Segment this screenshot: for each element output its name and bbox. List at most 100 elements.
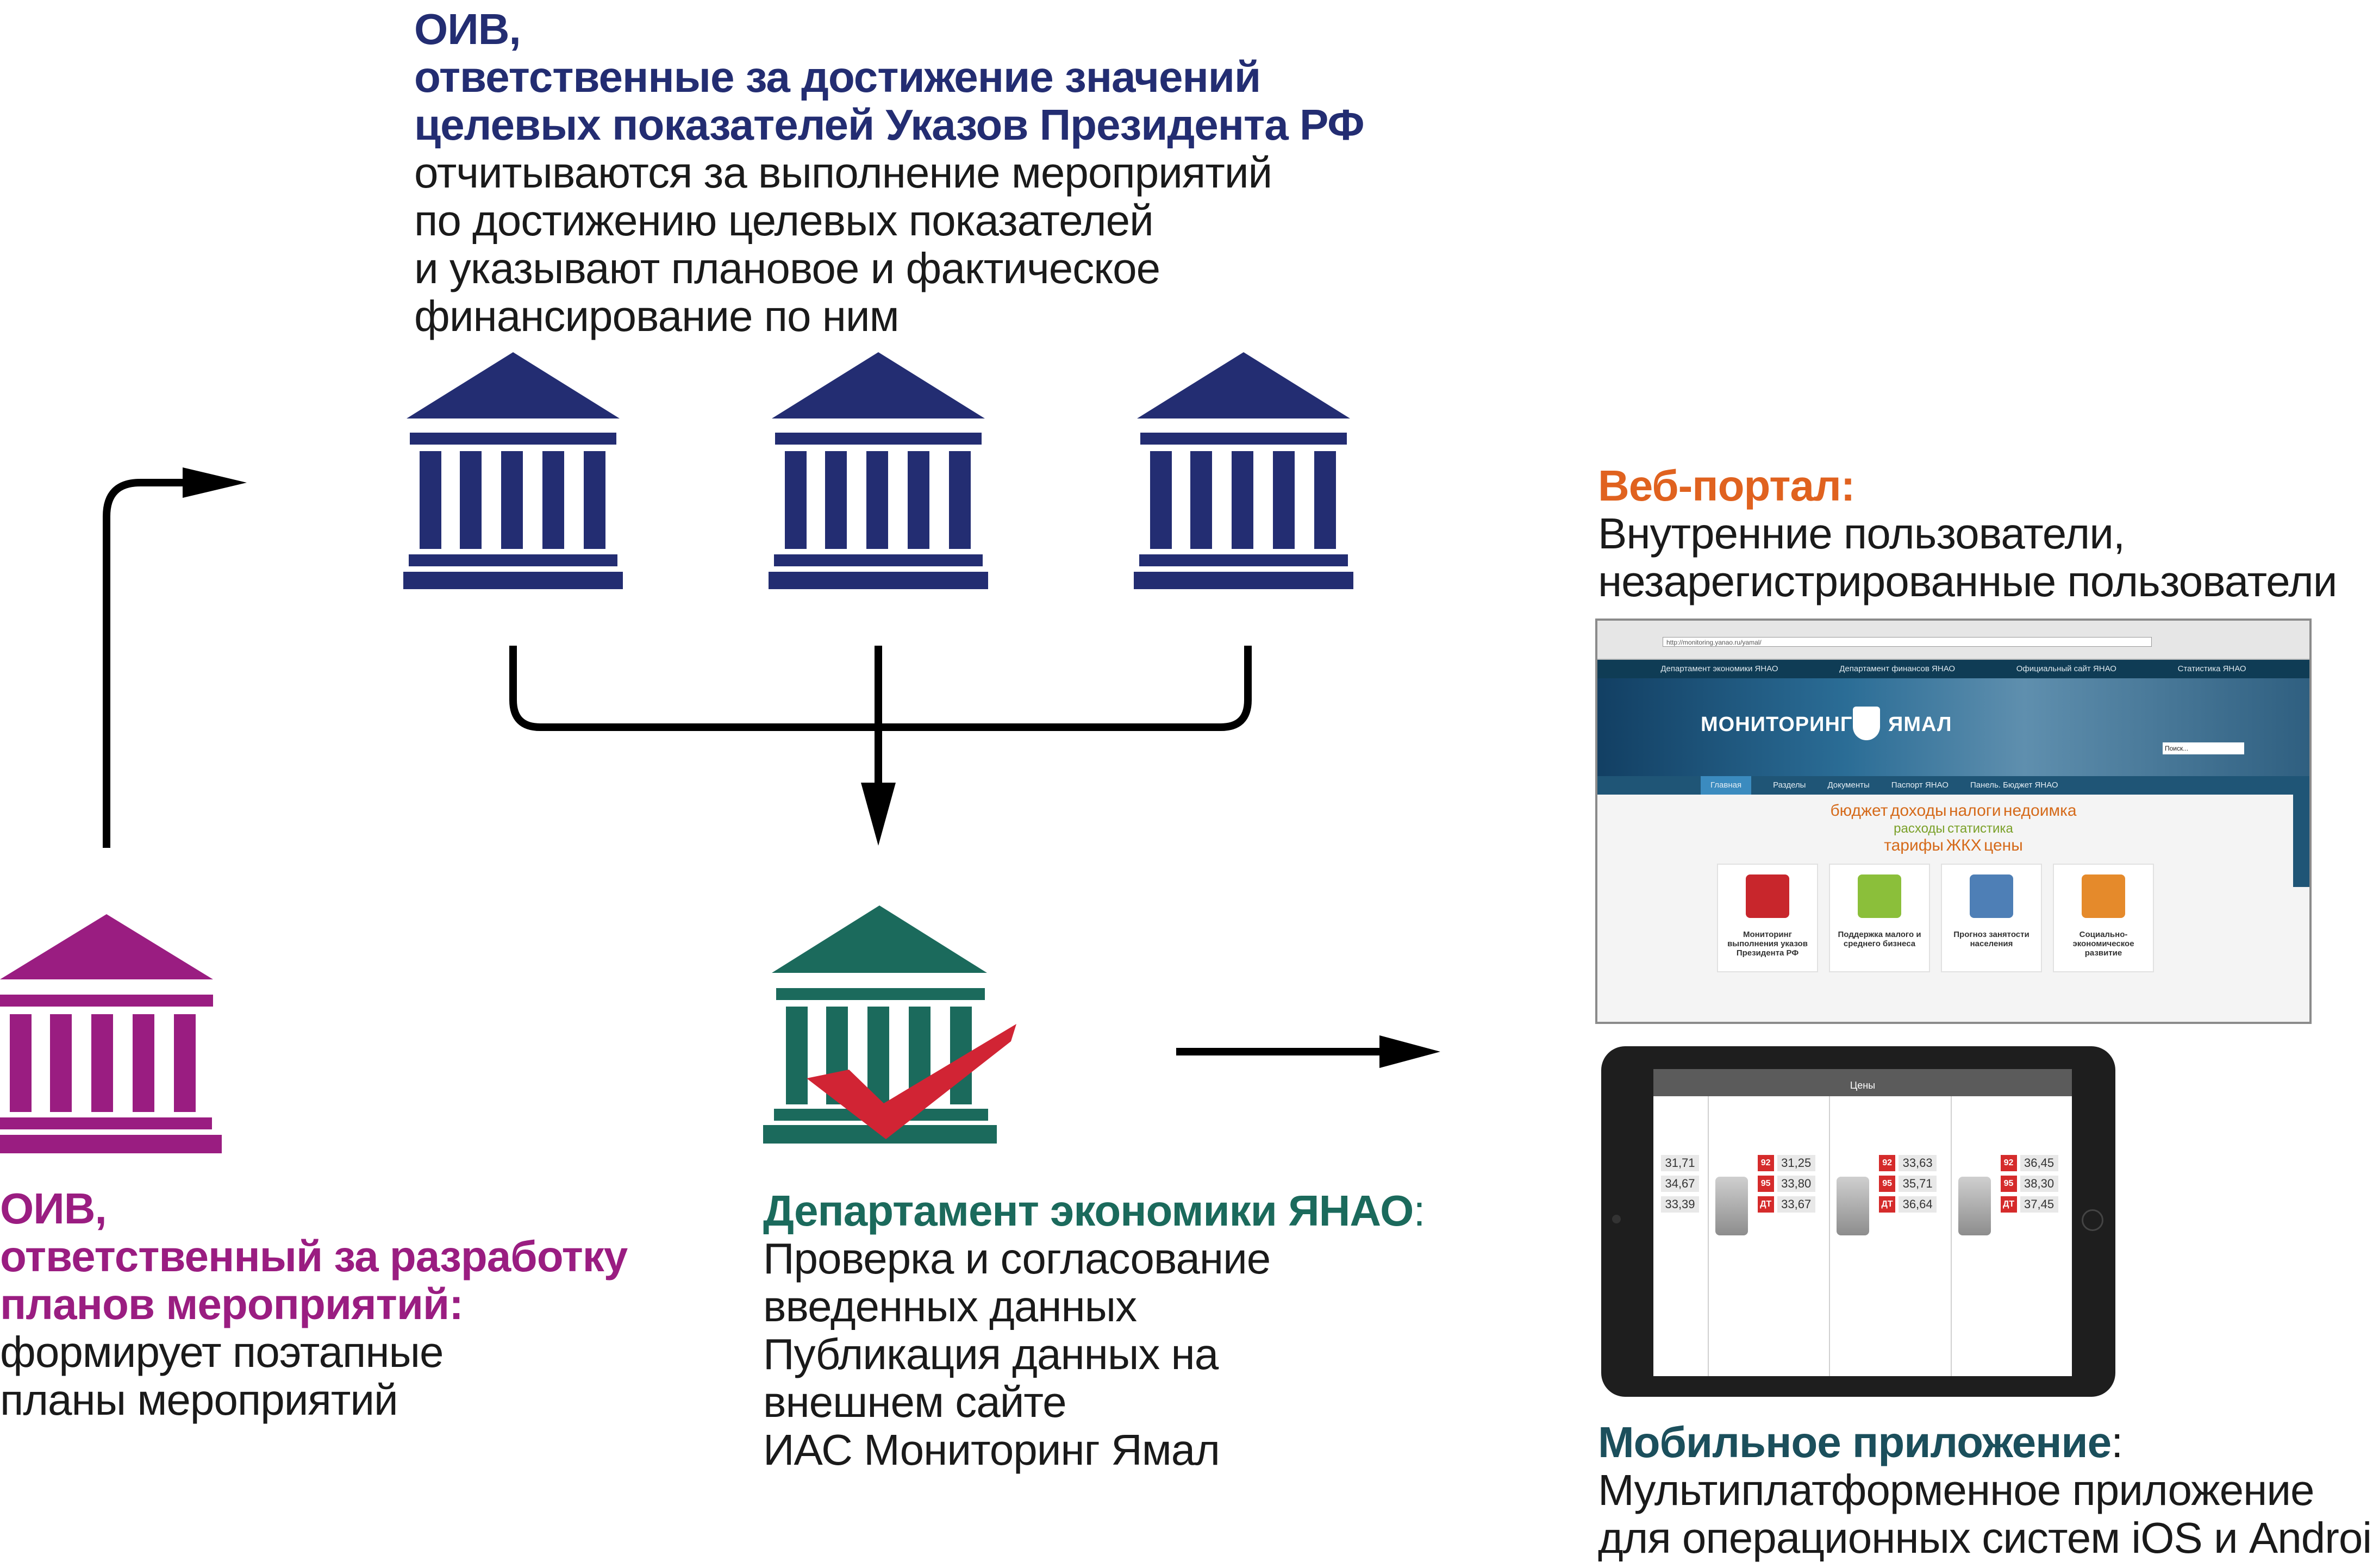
price-value: 36,64 (1899, 1196, 1937, 1213)
fuel-pump-icon (1958, 1177, 1991, 1235)
tag: недоимка (2003, 802, 2077, 820)
portal-banner: МОНИТОРИНГ ЯМАЛ Поиск... (1597, 678, 2309, 776)
fuel-grade: ДТ (1879, 1196, 1896, 1213)
feedback-tab (2293, 778, 2309, 887)
fuel-grade: ДТ (2000, 1196, 2017, 1213)
department-title: Департамент экономики ЯНАО (763, 1186, 1414, 1235)
price-value: 38,30 (2020, 1176, 2058, 1192)
top-title-line-1: ОИВ, (414, 5, 521, 53)
center-description: Департамент экономики ЯНАО: Проверка и с… (763, 1186, 1426, 1474)
coat-of-arms-icon (1746, 874, 1789, 918)
crest-icon (1853, 707, 1880, 740)
center-text-line-2: введенных данных (763, 1282, 1137, 1330)
price-column: 31,71 34,67 33,39 (1653, 1096, 1709, 1376)
center-text-line-1: Проверка и согласование (763, 1234, 1271, 1283)
portal-card: Поддержка малого и среднего бизнеса (1829, 864, 1930, 972)
price-value: 33,63 (1899, 1155, 1937, 1171)
left-description: ОИВ, ответственный за разработку планов … (0, 1184, 628, 1424)
portal-card: Мониторинг выполнения указов Президента … (1717, 864, 1818, 972)
top-title-line-3: целевых показателей Указов Президента РФ (414, 101, 1365, 149)
government-building-icon (763, 905, 1016, 1144)
card-label: Прогноз занятости населения (1953, 930, 2029, 948)
left-text-line-1: формирует поэтапные (0, 1328, 444, 1376)
center-text-line-5: ИАС Мониторинг Ямал (763, 1426, 1220, 1474)
left-text-line-2: планы мероприятий (0, 1376, 398, 1424)
arrow-icon (103, 479, 1391, 1055)
left-title-line-1: ОИВ, (0, 1184, 107, 1233)
top-description: ОИВ, ответственные за достижение значени… (414, 5, 1365, 340)
address-bar: http://monitoring.yanao.ru/yamal/ (1663, 637, 2152, 647)
government-building-icon (769, 352, 988, 589)
mobile-app-title-colon: : (2111, 1418, 2123, 1466)
tag: доходы (1890, 802, 1947, 820)
menu-item: Панель. Бюджет ЯНАО (1970, 780, 2058, 790)
fuel-grade: 92 (1879, 1155, 1896, 1171)
web-portal-screenshot: http://monitoring.yanao.ru/yamal/ Департ… (1595, 619, 2312, 1024)
price-value: 33,80 (1777, 1176, 1815, 1192)
government-building-icon (1134, 352, 1353, 589)
portal-card: Прогноз занятости населения (1941, 864, 2042, 972)
menu-item: Паспорт ЯНАО (1891, 780, 1949, 790)
fuel-grade: 95 (1879, 1176, 1896, 1192)
price-value: 33,39 (1661, 1196, 1699, 1213)
left-title-line-2: ответственный за разработку (0, 1232, 628, 1280)
card-label: Социально-экономическое развитие (2072, 930, 2134, 958)
mobile-app-description: Мобильное приложение: Мультиплатформенно… (1598, 1419, 2373, 1562)
topnav-item: Департамент экономики ЯНАО (1660, 664, 1778, 673)
arrow-icon (183, 467, 247, 498)
fuel-grade: 92 (2000, 1155, 2017, 1171)
camera-icon (1612, 1215, 1621, 1223)
center-text-line-3: Публикация данных на (763, 1330, 1219, 1378)
topnav-item: Статистика ЯНАО (2177, 664, 2246, 673)
web-portal-title: Веб-портал: (1598, 461, 1855, 510)
top-title-line-2: ответственные за достижение значений (414, 53, 1261, 101)
topnav-item: Департамент финансов ЯНАО (1839, 664, 1956, 673)
mobile-text-line-1: Мультиплатформенное приложение (1598, 1466, 2314, 1514)
government-building-icon (0, 914, 222, 1153)
top-text-line-4: финансирование по ним (414, 292, 900, 340)
tag: тарифы (1884, 836, 1944, 854)
top-text-line-3: и указывают плановое и фактическое (414, 244, 1160, 292)
tag-cloud: бюджет доходы налоги недоимка расходы ст… (1597, 795, 2309, 856)
fuel-grade: 95 (2000, 1176, 2017, 1192)
card-label: Мониторинг выполнения указов Президента … (1727, 930, 1808, 958)
arrow-icon (1379, 1035, 1440, 1068)
mobile-app-title: Мобильное приложение (1598, 1418, 2112, 1466)
people-icon (1970, 874, 2013, 918)
menu-item: Документы (1827, 780, 1870, 790)
center-text-line-4: внешнем сайте (763, 1378, 1067, 1426)
tablet-title-bar: Цены (1653, 1069, 2072, 1096)
portal-brand-right: ЯМАЛ (1888, 713, 1952, 736)
price-value: 37,45 (2020, 1196, 2058, 1213)
home-button-icon (2082, 1209, 2103, 1231)
browser-chrome: http://monitoring.yanao.ru/yamal/ (1597, 621, 2309, 660)
price-value: 35,71 (1899, 1176, 1937, 1192)
price-value: 34,67 (1661, 1176, 1699, 1192)
fuel-grade: 92 (1757, 1155, 1774, 1171)
mobile-text-line-2: для операционных систем iOS и Android (1598, 1514, 2373, 1562)
fuel-pump-icon (1715, 1177, 1748, 1235)
top-text-line-1: отчитываются за выполнение мероприятий (414, 148, 1272, 197)
portal-menu: Главная Разделы Документы Паспорт ЯНАО П… (1597, 776, 2309, 795)
fuel-pump-icon (1837, 1177, 1870, 1235)
tag: цены (1984, 836, 2023, 854)
web-text-line-1: Внутренние пользователи, (1598, 509, 2125, 558)
price-value: 31,25 (1777, 1155, 1815, 1171)
web-text-line-2: незарегистрированные пользователи (1598, 557, 2337, 605)
price-value: 31,71 (1661, 1155, 1699, 1171)
check-mark-icon (807, 1024, 1016, 1139)
price-value: 33,67 (1777, 1196, 1815, 1213)
left-title-line-3: планов мероприятий: (0, 1280, 464, 1328)
portal-cards: Мониторинг выполнения указов Президента … (1597, 856, 2309, 972)
department-title-colon: : (1413, 1186, 1425, 1235)
menu-item: Разделы (1773, 780, 1806, 790)
tag: статистика (1947, 821, 2013, 836)
tag: бюджет (1830, 802, 1888, 820)
chart-person-icon (2082, 874, 2125, 918)
fuel-grade: ДТ (1757, 1196, 1774, 1213)
fuel-grade: 95 (1757, 1176, 1774, 1192)
arrow-icon (861, 783, 896, 846)
